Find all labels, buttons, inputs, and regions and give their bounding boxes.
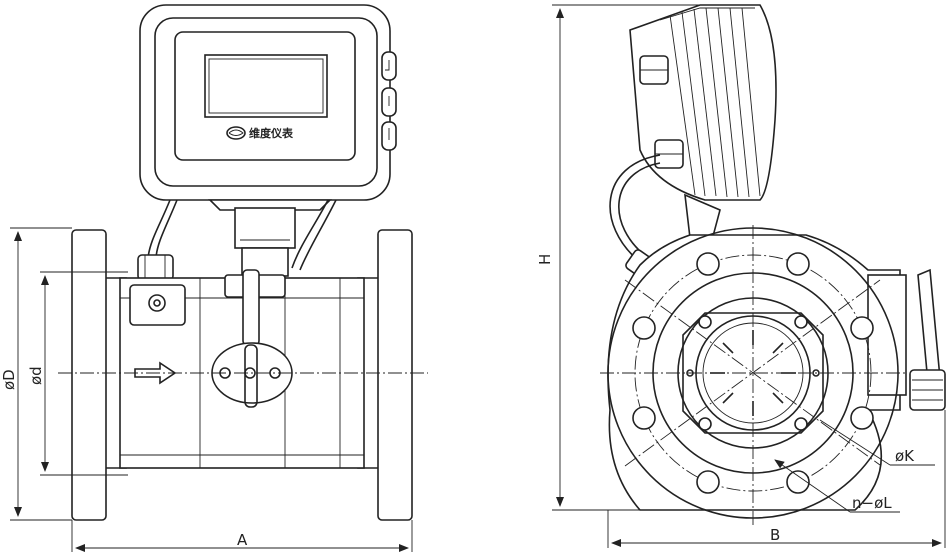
side-view: øK n−øL H B — [536, 4, 946, 548]
lcd-screen — [204, 54, 328, 118]
dim-width-b: B — [770, 526, 780, 544]
dim-bolt-holes: n−øL — [852, 494, 892, 512]
side-buttons — [381, 51, 397, 151]
side-handle — [909, 268, 946, 411]
dim-inner-diameter: ød — [27, 366, 45, 385]
side-flange — [607, 234, 901, 511]
cable-connector — [137, 254, 174, 281]
front-view: 维度仪表 — [0, 4, 428, 552]
pipe-body — [71, 229, 413, 521]
bolt-holes — [632, 252, 874, 494]
dim-outer-diameter: øD — [0, 369, 18, 390]
display-head: 维度仪表 — [139, 4, 397, 277]
brand-name: 维度仪表 — [249, 126, 294, 140]
dim-bolt-circle-k: øK — [895, 447, 915, 465]
side-display-head — [629, 4, 777, 201]
dim-height-h: H — [536, 254, 554, 265]
logo-icon — [226, 126, 246, 140]
dim-length-a: A — [237, 531, 248, 549]
